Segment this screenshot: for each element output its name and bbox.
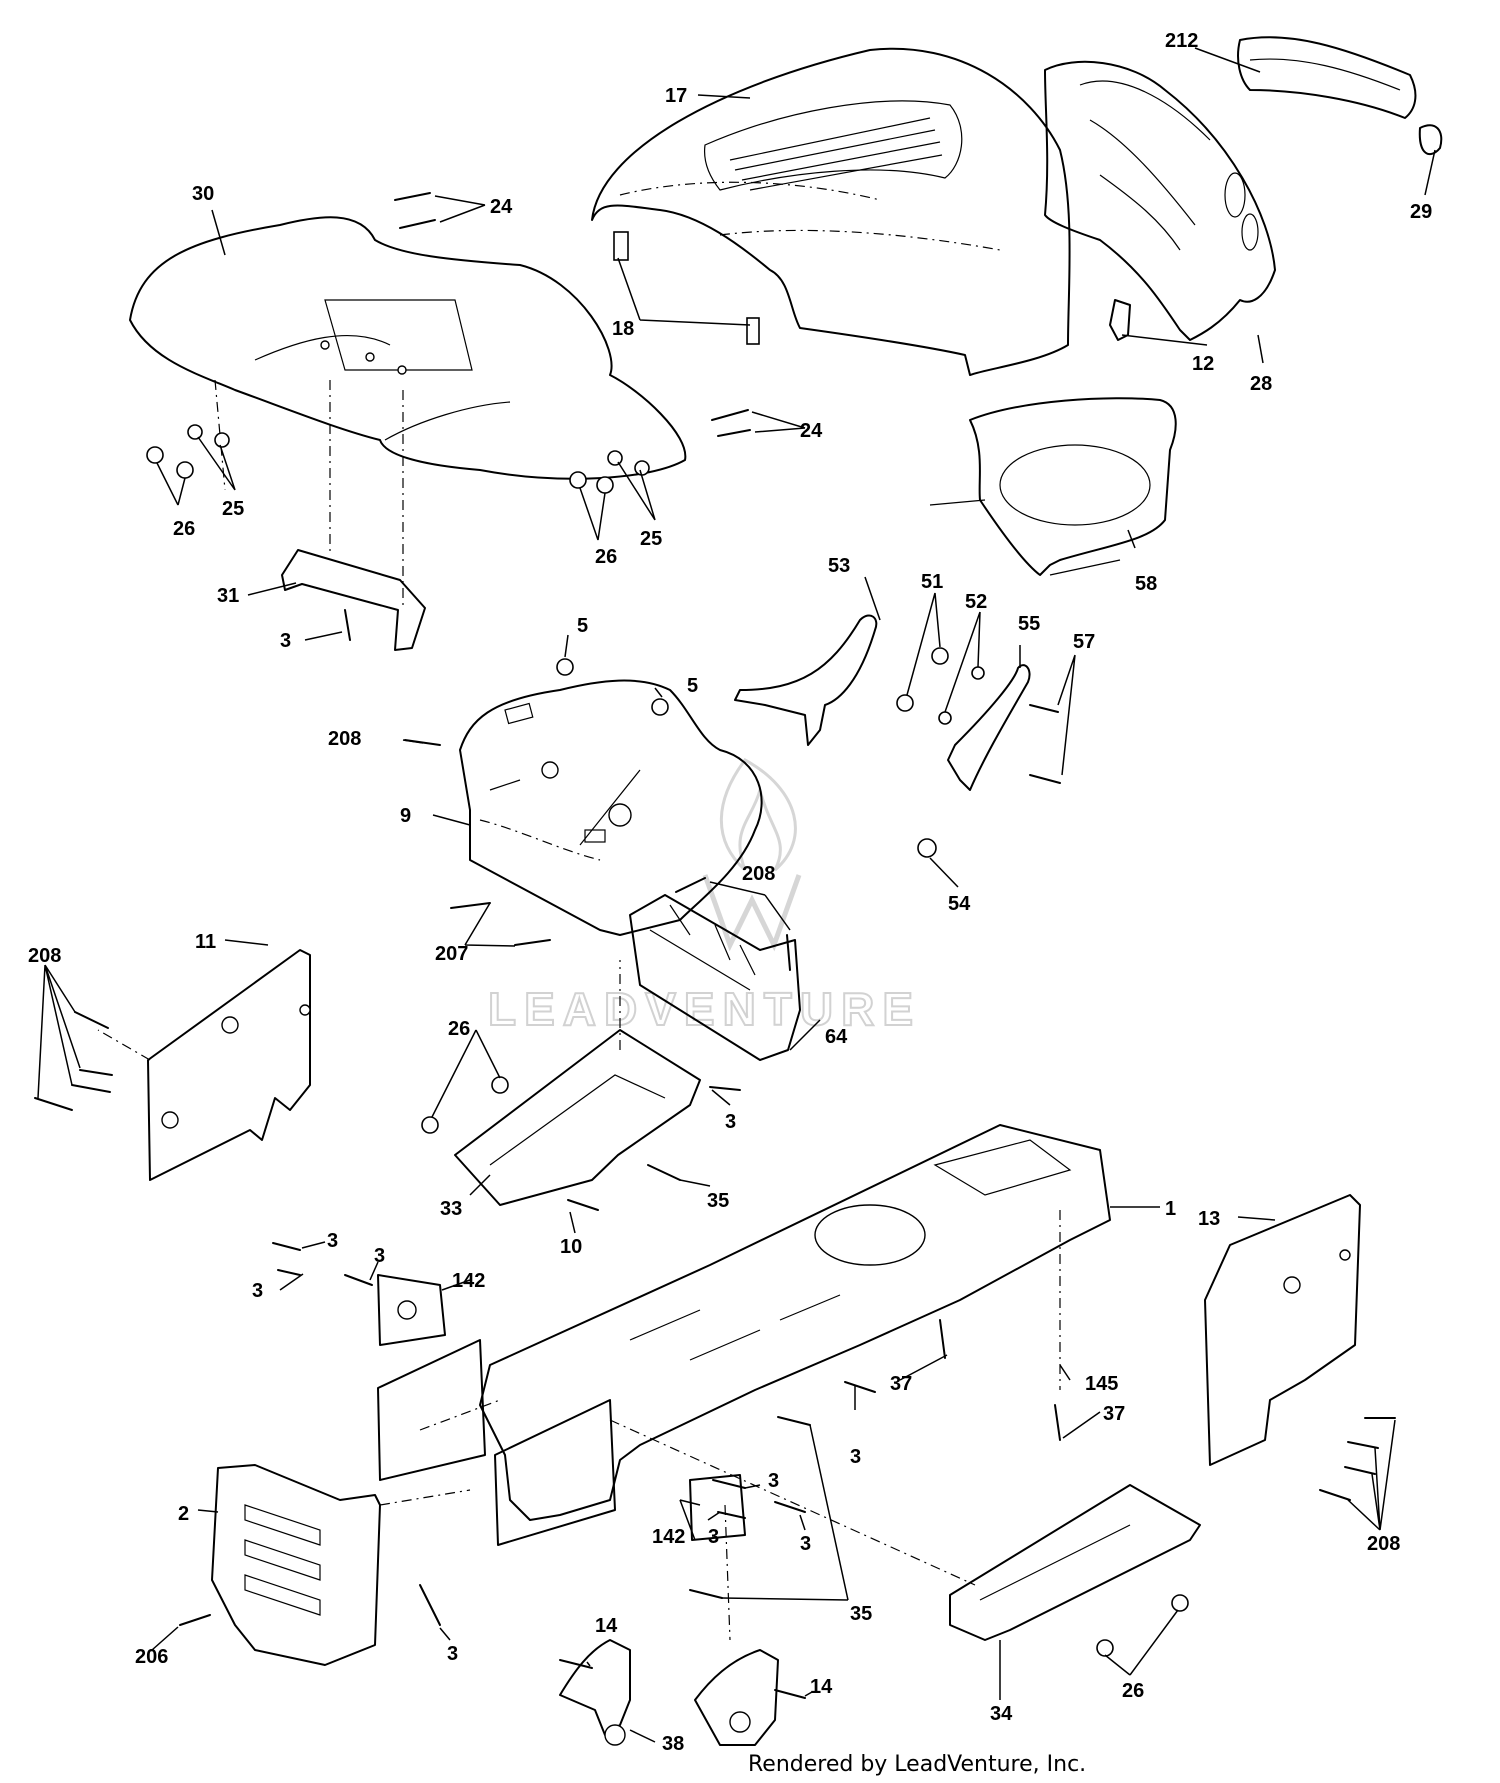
main-frame	[479, 1124, 1111, 1521]
callout-3-f: 3	[708, 1526, 719, 1548]
bracket-38a	[559, 1639, 631, 1736]
bracket-142b	[689, 1474, 746, 1541]
fender	[129, 216, 687, 480]
callout-2: 2	[178, 1503, 189, 1525]
callout-24-upper: 24	[490, 196, 513, 218]
console-support-64	[629, 894, 801, 1061]
emblem-29	[1418, 124, 1443, 156]
callout-3-c: 3	[252, 1280, 263, 1302]
callout-25-right: 25	[640, 528, 662, 550]
footrest-34	[949, 1484, 1201, 1641]
callout-18: 18	[612, 318, 634, 340]
callout-142-upper: 142	[452, 1270, 485, 1292]
plate-mid	[494, 1399, 616, 1546]
callout-5-left: 5	[577, 615, 588, 637]
callout-3-frame: 3	[850, 1446, 861, 1468]
render-credit: Rendered by LeadVenture, Inc.	[748, 1752, 1087, 1777]
flame-w-logo-icon	[702, 758, 802, 952]
callout-3-d: 3	[768, 1470, 779, 1492]
callout-26-right: 26	[595, 546, 617, 568]
callout-37-left: 37	[890, 1373, 912, 1395]
callout-208-left: 208	[28, 945, 61, 967]
callout-1: 1	[1165, 1198, 1176, 1220]
callout-52: 52	[965, 591, 987, 613]
callout-3-b: 3	[374, 1245, 385, 1267]
callout-207: 207	[435, 943, 468, 965]
dash-panel	[459, 679, 763, 936]
callout-12: 12	[1192, 353, 1214, 375]
callout-212: 212	[1165, 30, 1198, 52]
callout-64: 64	[825, 1026, 848, 1048]
callout-11: 11	[195, 931, 216, 953]
callout-26-footrest: 26	[448, 1018, 470, 1040]
callout-145: 145	[1085, 1373, 1118, 1395]
callout-37-right: 37	[1103, 1403, 1125, 1425]
side-panel-13	[1204, 1194, 1361, 1466]
callout-25-left: 25	[222, 498, 244, 520]
callout-26-left: 26	[173, 518, 195, 540]
watermark-text: LEADVENTURE	[488, 983, 921, 1035]
callout-208-right: 208	[1367, 1533, 1400, 1555]
leader-lines	[37, 47, 1436, 1743]
callout-34: 34	[990, 1703, 1013, 1725]
callout-3-front: 3	[447, 1643, 458, 1665]
callout-17: 17	[665, 85, 687, 107]
callout-26-lower: 26	[1122, 1680, 1144, 1702]
bracket-53	[734, 614, 878, 746]
callout-5-right: 5	[687, 675, 698, 697]
hood	[591, 47, 1071, 376]
callout-28: 28	[1250, 373, 1272, 395]
front-panel-2	[211, 1464, 381, 1666]
callout-57: 57	[1073, 631, 1095, 653]
callout-29: 29	[1410, 201, 1432, 223]
hardware	[34, 192, 1396, 1699]
air-dam	[929, 397, 1177, 576]
callout-10: 10	[560, 1236, 582, 1258]
callout-3-e: 3	[800, 1533, 811, 1555]
callout-30: 30	[192, 183, 214, 205]
callout-35-upper: 35	[707, 1190, 729, 1212]
bracket-38b	[694, 1649, 779, 1746]
callout-208-console: 208	[742, 863, 775, 885]
callout-24-right: 24	[800, 420, 823, 442]
callout-13: 13	[1198, 1208, 1220, 1230]
footrest-33	[454, 1029, 701, 1206]
callout-35-lower: 35	[850, 1603, 872, 1625]
callout-206: 206	[135, 1646, 168, 1668]
callout-142-lower: 142	[652, 1526, 685, 1548]
callout-51: 51	[921, 571, 943, 593]
callout-54: 54	[948, 893, 971, 915]
bracket-31	[281, 549, 426, 651]
assembly-lines	[97, 379, 1061, 1641]
latch-12	[1109, 299, 1131, 341]
callout-9: 9	[400, 805, 411, 827]
callout-14-left: 14	[595, 1615, 618, 1637]
bracket-142a	[377, 1274, 446, 1346]
callout-208-dash: 208	[328, 728, 361, 750]
callout-3-a: 3	[327, 1230, 338, 1252]
watermark: LEADVENTURE	[487, 758, 921, 1036]
callout-3-footrest: 3	[725, 1111, 736, 1133]
grille	[1044, 60, 1276, 341]
hood-clip-18a	[613, 231, 629, 261]
callout-53: 53	[828, 555, 850, 577]
side-panel-11	[147, 949, 311, 1181]
lever-55	[947, 664, 1031, 791]
callout-38: 38	[662, 1733, 684, 1755]
callout-14-right: 14	[810, 1676, 833, 1698]
callout-31: 31	[217, 585, 239, 607]
callout-33: 33	[440, 1198, 462, 1220]
callout-3-bracket: 3	[280, 630, 291, 652]
grille-insert-212	[1237, 36, 1417, 119]
hood-clip-18b	[746, 317, 760, 345]
plate-left	[377, 1339, 486, 1481]
callout-55: 55	[1018, 613, 1040, 635]
callouts: 17 212 29 30 24 18 12 28 24 25 26 25 26 …	[28, 30, 1432, 1755]
callout-58: 58	[1135, 573, 1157, 595]
